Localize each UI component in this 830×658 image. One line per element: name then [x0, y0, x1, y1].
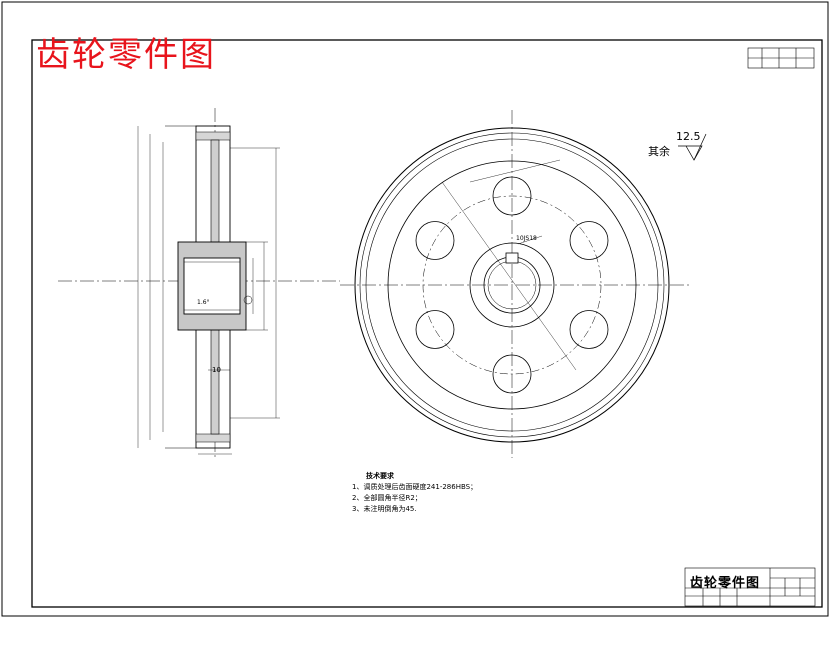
requirement-item: 2、全部圆角半径R2；: [352, 494, 422, 502]
technical-requirements-heading: 技术要求: [366, 472, 394, 480]
upper-web: [210, 139, 220, 243]
root-circle: [365, 138, 659, 432]
surface-finish-value: 12.5: [676, 130, 701, 143]
requirement-item: 1、调质处理后齿面硬度241-286HBS；: [352, 483, 478, 491]
lightening-hole: [569, 310, 609, 349]
keyway: [505, 252, 519, 264]
tooth-width-dimension: 10: [212, 366, 221, 374]
tip-circle: [354, 127, 670, 443]
keyway-dimension: 10JS18: [516, 235, 537, 242]
surface-finish-label: 其余: [648, 145, 670, 158]
title-block: [684, 567, 816, 607]
lightening-hole: [492, 176, 532, 216]
angle-dimension: 1.6°: [197, 299, 210, 306]
lightening-hole: [415, 221, 455, 260]
lightening-hole: [415, 310, 455, 349]
pitch-circle: [359, 132, 665, 438]
hole-pitch-circle: [422, 195, 602, 375]
lightening-hole: [569, 221, 609, 260]
requirement-item: 3、未注明倒角为45.: [352, 505, 417, 513]
lower-web: [210, 329, 220, 435]
front-view: [340, 110, 690, 458]
technical-requirements: 技术要求 1、调质处理后齿面硬度241-286HBS； 2、全部圆角半径R2； …: [352, 471, 477, 515]
side-section-view: [58, 108, 340, 458]
surface-finish-symbol: [678, 133, 707, 161]
lightening-hole: [492, 354, 532, 394]
hub-circle: [469, 242, 555, 328]
title-block-title: 齿轮零件图: [690, 576, 761, 591]
bore: [183, 257, 241, 315]
web-outer-circle: [387, 160, 637, 410]
drawing-title: 齿轮零件图: [36, 35, 216, 75]
outer-border: [1, 1, 829, 617]
inner-frame: [31, 39, 823, 608]
corner-table: [747, 47, 815, 69]
